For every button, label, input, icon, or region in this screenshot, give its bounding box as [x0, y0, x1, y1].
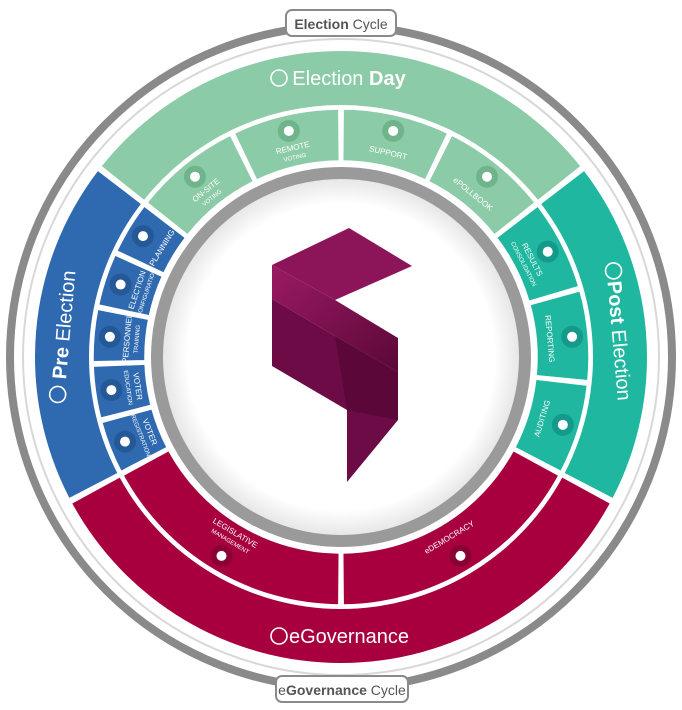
segment-label: REPORTING	[543, 315, 556, 363]
post-election-title-band	[541, 171, 647, 498]
egovernance-title: eGovernance	[270, 626, 409, 648]
segment-reporting[interactable]: REPORTING	[528, 289, 590, 382]
segment-label: PERSONNELTRAINING	[121, 313, 143, 364]
svg-text:Election Day: Election Day	[292, 68, 406, 90]
segment-results-consolidation[interactable]: RESULTSCONSOLIDATION	[495, 204, 580, 303]
svg-text:Election Cycle: Election Cycle	[294, 16, 388, 32]
election-day-title-band	[101, 50, 581, 200]
egovernance-cycle-bold: Governance	[286, 682, 367, 698]
segment-label: VOTEREDUCATION	[122, 368, 145, 405]
segment-voter-registration[interactable]: VOTERREGISTRATION	[100, 407, 169, 473]
segment-auditing[interactable]: AUDITING	[513, 378, 589, 473]
segment-personnel-training[interactable]: PERSONNELTRAINING	[92, 308, 150, 364]
segment-planning[interactable]: PLANNING	[115, 204, 187, 275]
egovernance-title-band	[72, 477, 610, 663]
segment-on-site-voting[interactable]: ON-SITEVOTING	[145, 134, 255, 237]
election-cycle-bold: Election	[294, 16, 348, 32]
segment-support[interactable]: SUPPORT	[341, 108, 449, 182]
election-cycle-rest: Cycle	[349, 16, 388, 32]
collapse-arrows-icon	[270, 627, 288, 645]
election-day-title: Election Day	[270, 68, 407, 90]
chevron-left-icon	[48, 385, 67, 404]
segment-election-configuration[interactable]: ELECTIONCONFIGURATION	[97, 253, 164, 318]
chevron-right-icon	[604, 262, 623, 280]
svg-text:eGovernance Cycle: eGovernance Cycle	[278, 682, 406, 698]
egovernance-cycle-prefix: e	[278, 682, 286, 698]
election-cycle-caption: Election Cycle	[285, 9, 397, 37]
pre-election-title: Pre Election	[48, 270, 80, 404]
egovernance-cycle-rest: Cycle	[367, 682, 406, 698]
brand-s-logo	[272, 228, 412, 482]
svg-text:eGovernance: eGovernance	[289, 626, 409, 648]
segment-remote-voting[interactable]: REMOTEVOTING	[233, 108, 341, 182]
svg-text:Pre Election: Pre Election	[49, 270, 80, 380]
egovernance-cycle-caption: eGovernance Cycle	[275, 675, 409, 703]
chevron-down-icon	[270, 69, 288, 87]
pre-election-title-band	[34, 171, 141, 498]
segment-voter-education[interactable]: VOTEREDUCATION	[92, 363, 152, 420]
